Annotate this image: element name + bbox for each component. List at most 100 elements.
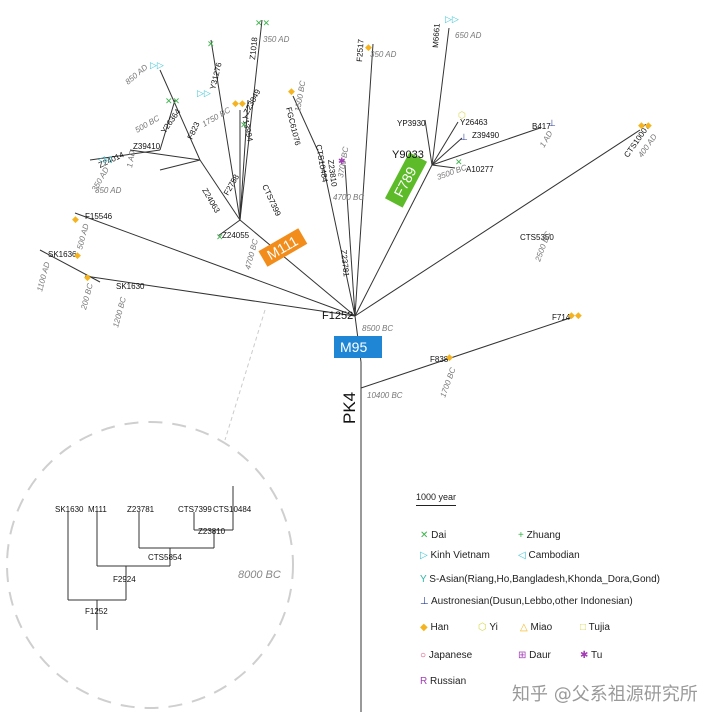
inset-sk1630: SK1630 xyxy=(55,505,84,514)
triangle-icon: △ xyxy=(520,622,528,633)
node-f714: F714 xyxy=(552,313,571,322)
date-1ad-b: 1 AD xyxy=(538,129,555,149)
inset-z23810: Z23810 xyxy=(198,527,226,536)
austronesian-icon: ⊥ xyxy=(548,118,556,128)
kinh-icon: ▷▷ xyxy=(197,88,211,98)
node-cts5350: CTS5350 xyxy=(520,233,554,242)
purple-icon: ✱ xyxy=(338,156,346,166)
legend-japanese: ○ Japanese xyxy=(420,650,473,661)
node-z24063: Z24063 xyxy=(200,187,222,215)
grid-icon: ⊞ xyxy=(518,650,527,661)
legend-yi: ⬡ Yi xyxy=(478,622,498,633)
legend-zhuang: + Zhuang xyxy=(518,530,561,541)
date-200bc: 200 BC xyxy=(79,282,95,311)
han-icon: ◆◆ xyxy=(232,98,246,108)
legend-russian: R Russian xyxy=(420,676,467,687)
up-tack-icon: ⊥ xyxy=(420,596,429,607)
legend-tu: ✱ Tu xyxy=(580,650,603,661)
inset-z23781: Z23781 xyxy=(127,505,155,514)
kinh-icon: ▷▷ xyxy=(445,14,459,24)
y9033-label: Y9033 xyxy=(392,149,424,161)
node-y31276: Y31276 xyxy=(208,61,224,90)
inset-8000bc: 8000 BC xyxy=(238,569,281,581)
node-z39410: Z39410 xyxy=(133,142,161,151)
date-350ad-a: 350 AD xyxy=(370,50,397,59)
inset-labels: SK1630 M111 Z23781 CTS7399 CTS10484 Z238… xyxy=(55,505,281,616)
node-z24055: Z24055 xyxy=(222,231,250,240)
triangle-right-icon: ▷ xyxy=(420,550,428,561)
node-cts7399: CTS7399 xyxy=(260,183,283,218)
square-icon: □ xyxy=(580,622,587,633)
node-sk1630: SK1630 xyxy=(116,282,145,291)
date-4700bc-a: 4700 BC xyxy=(243,238,260,271)
date-4700bc-b: 4700 BC xyxy=(333,193,364,202)
date-350ad-b: 350 AD xyxy=(263,35,290,44)
legend-dai: ✕ Dai xyxy=(420,530,447,541)
m95-box xyxy=(334,336,382,358)
inset-circle xyxy=(6,421,294,709)
legend-austronesian: ⊥ Austronesian(Dusun,Lebbo,other Indones… xyxy=(420,596,633,607)
date-1700bc: 1700 BC xyxy=(438,366,457,399)
han-icon: ◆ xyxy=(74,250,81,260)
dai-icon: ✕ xyxy=(455,157,463,167)
date-1ad-a: 1 AD xyxy=(125,149,137,168)
han-icon: ◆ xyxy=(446,352,453,362)
m111-box: M111 xyxy=(258,228,308,267)
date-350ad-d: 350 AD xyxy=(95,186,122,195)
m95-label: M95 xyxy=(340,339,367,355)
cambodian-icon: ◁◁ xyxy=(98,154,112,164)
dai-icon: ✕✕ xyxy=(165,96,180,106)
han-icon: ◆ xyxy=(84,272,91,282)
inset-f2924: F2924 xyxy=(113,575,136,584)
scale-bar xyxy=(416,505,456,506)
callout-line xyxy=(224,309,266,441)
triangle-left-icon: ◁ xyxy=(518,550,526,561)
date-1100ad: 1100 AD xyxy=(35,261,52,293)
plus-icon: + xyxy=(518,530,524,541)
han-icon: ◆ xyxy=(365,42,372,52)
han-icon: ◆◆ xyxy=(568,310,582,320)
date-10400bc: 10400 BC xyxy=(367,391,403,400)
node-a10277: A10277 xyxy=(466,165,494,174)
date-500bc: 500 BC xyxy=(134,113,162,134)
austronesian-icon: ⊥ xyxy=(460,132,468,142)
node-f838: F838 xyxy=(430,355,449,364)
scale-label: 1000 year xyxy=(416,492,457,502)
legend-han: ◆ Han xyxy=(420,622,449,633)
inset-m111: M111 xyxy=(88,505,107,514)
han-icon: ◆ xyxy=(288,86,295,96)
date-1750bc: 1750 BC xyxy=(201,105,233,128)
population-markers: ✕✕ ✕ ▷▷ ◆ ◁◁ ▷▷ ✕✕ ▷▷ ◆◆ ✕ ◆ ✱ ✕ ◆ ◆ ◆ ⬡… xyxy=(72,14,652,362)
node-f2758: F2758 xyxy=(222,172,241,197)
node-f823: F823 xyxy=(186,120,202,141)
tree-branches xyxy=(39,19,641,712)
node-y26463: Y26463 xyxy=(460,118,488,127)
node-f15546: F15546 xyxy=(85,212,113,221)
legend: ✕ Dai + Zhuang ▷ Kinh Vietnam ◁ Cambodia… xyxy=(400,490,700,715)
node-b417: B417 xyxy=(532,122,551,131)
r-icon: R xyxy=(420,676,428,687)
node-yp3930: YP3930 xyxy=(397,119,426,128)
node-f2517: F2517 xyxy=(355,38,366,62)
node-z23781: Z23781 xyxy=(339,249,351,277)
legend-daur: ⊞ Daur xyxy=(518,650,551,661)
han-icon: ◆ xyxy=(72,214,79,224)
inset-cts10484: CTS10484 xyxy=(213,505,252,514)
date-8500bc: 8500 BC xyxy=(362,324,393,333)
node-z23810: Z23810 xyxy=(326,159,339,188)
inset-cts7399: CTS7399 xyxy=(178,505,212,514)
node-z1018: Z1018 xyxy=(248,36,259,60)
node-y26364: Y26364 xyxy=(159,107,183,135)
kinh-icon: ▷▷ xyxy=(150,60,164,70)
legend-cambodian: ◁ Cambodian xyxy=(518,550,580,561)
legend-miao: △ Miao xyxy=(520,622,553,633)
f1252-label: F1252 xyxy=(322,310,353,322)
legend-tujia: □ Tujia xyxy=(580,622,610,633)
pk4-label: PK4 xyxy=(340,392,359,424)
legend-sasian: Y S-Asian(Riang,Ho,Bangladesh,Khonda_Dor… xyxy=(420,574,660,585)
dai-icon: ✕ xyxy=(216,232,224,242)
inset-tree xyxy=(67,486,234,630)
yi-icon: ⬡ xyxy=(458,110,466,120)
dai-icon: ✕ xyxy=(207,39,215,49)
